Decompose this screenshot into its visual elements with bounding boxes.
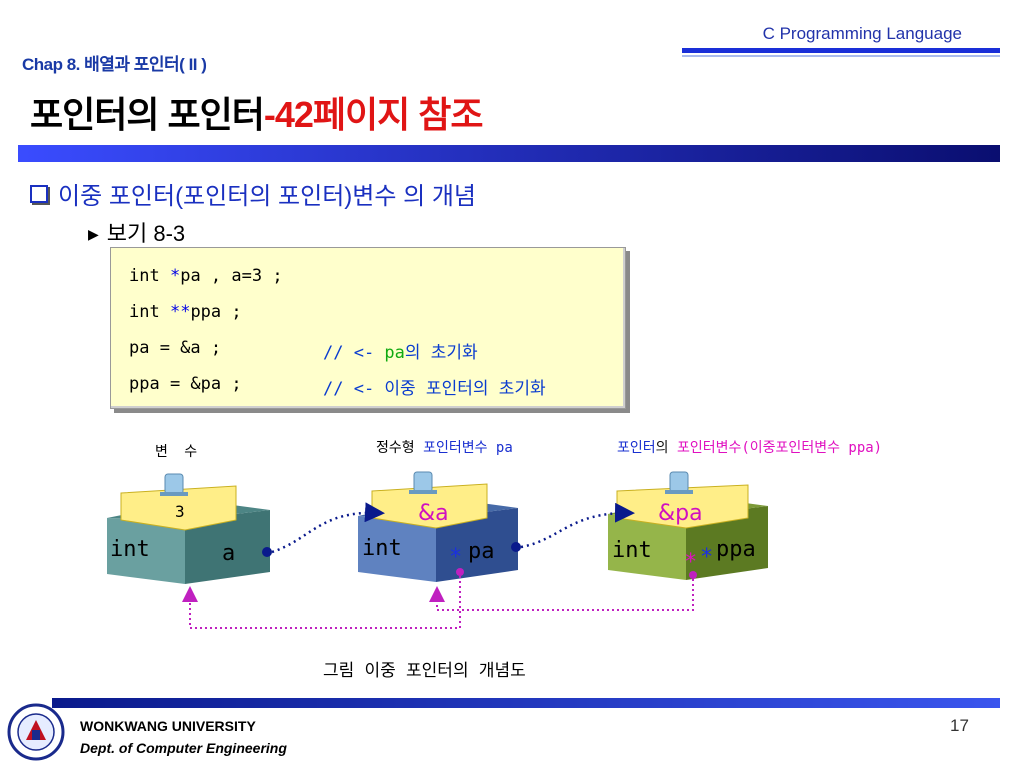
box2-anchor-dot (511, 542, 521, 552)
course-underline (682, 48, 1000, 53)
box3-type: int (612, 538, 652, 563)
code-text: int (129, 302, 170, 322)
ref-ppa-to-pa (429, 579, 694, 611)
label-pp-of: 의 (655, 440, 669, 456)
label-pointer-variable: 정수형 포인터변수 pa (376, 437, 513, 457)
code-text: ppa ; (190, 302, 242, 322)
ref-pa-to-a (182, 576, 461, 629)
box2-type: int (362, 536, 402, 561)
university-seal-icon (7, 703, 65, 761)
box2-value: &a (418, 501, 449, 526)
clip-icon (665, 471, 693, 494)
label-pp-pointer: 포인터 (617, 440, 656, 456)
code-line-3: pa = &a ; (129, 338, 222, 358)
code-comment-4: // <- 이중 포인터의 초기화 (323, 379, 546, 399)
course-title: C Programming Language (762, 24, 962, 43)
box2-ref-dot (456, 568, 464, 576)
code-line-4: ppa = &pa ; (129, 374, 242, 394)
footer-department: Dept. of Computer Engineering (80, 740, 287, 756)
code-text: int (129, 266, 170, 286)
box3-name: ppa (716, 537, 756, 562)
box1-value: 3 (175, 502, 185, 521)
chapter-label: Chap 8. 배열과 포인터( II ) (22, 55, 207, 74)
box2-name: pa (468, 539, 495, 564)
slide-title: 포인터의 포인터-42페이지 참조 (30, 86, 484, 138)
footer-bar (52, 698, 1000, 708)
code-box: int *pa , a=3 ; int **ppa ; pa = &a ; //… (110, 247, 626, 409)
title-main: 포인터의 포인터 (30, 94, 265, 135)
code-line-1: int *pa , a=3 ; (129, 266, 283, 286)
box-variable-a: 3 int a (107, 473, 272, 584)
box3-star1: * (684, 550, 697, 575)
arrow-pa-to-ppa (520, 502, 635, 549)
box3-star2: * (700, 545, 713, 570)
arrow-a-to-pa (271, 502, 385, 554)
figure-caption: 그림 이중 포인터의 개념도 (323, 661, 526, 681)
code-comment-3: // <- pa의 초기화 (323, 338, 478, 363)
code-asterisk: ** (169, 302, 191, 322)
checkbox-bullet-icon (30, 185, 48, 203)
box1-name: a (222, 541, 235, 566)
course-underline-light (682, 55, 1000, 57)
box-variable-ppa: &pa int * * ppa (608, 471, 768, 580)
comment-text: // <- (323, 343, 385, 363)
clip-icon (409, 471, 437, 494)
box3-value: &pa (658, 501, 703, 526)
title-reference: -42페이지 참조 (263, 94, 484, 135)
code-line-2: int **ppa ; (129, 302, 242, 322)
bullet-example-text: 보기 8-3 (106, 221, 186, 246)
code-text: pa , a=3 ; (180, 266, 283, 286)
title-bar (18, 145, 1000, 162)
label-variable: 변 수 (155, 444, 202, 460)
code-asterisk: * (169, 266, 181, 286)
box3-ref-dot (689, 571, 697, 579)
box2-star: * (449, 545, 462, 570)
label-int-word: 정수형 (376, 440, 415, 456)
footer-university: WONKWANG UNIVERSITY (80, 718, 256, 734)
bullet-example: ▶ 보기 8-3 (88, 216, 185, 248)
triangle-bullet-icon: ▶ (88, 226, 99, 242)
box-variable-pa: &a int * pa (358, 471, 521, 582)
label-double-pointer: 포인터의 포인터변수(이중포인터변수 ppa) (617, 437, 882, 457)
clip-icon (160, 473, 188, 496)
box1-anchor-dot (262, 547, 272, 557)
page-number: 17 (950, 716, 969, 735)
comment-text: 의 초기화 (404, 343, 478, 363)
bullet-concept: 이중 포인터(포인터의 포인터)변수 의 개념 (30, 176, 476, 211)
bullet-concept-text: 이중 포인터(포인터의 포인터)변수 의 개념 (58, 183, 477, 210)
label-pp-rest: 포인터변수(이중포인터변수 ppa) (676, 440, 883, 456)
box1-type: int (110, 537, 150, 562)
comment-var: pa (384, 343, 405, 363)
label-pointer-var: 포인터변수 pa (423, 440, 513, 456)
